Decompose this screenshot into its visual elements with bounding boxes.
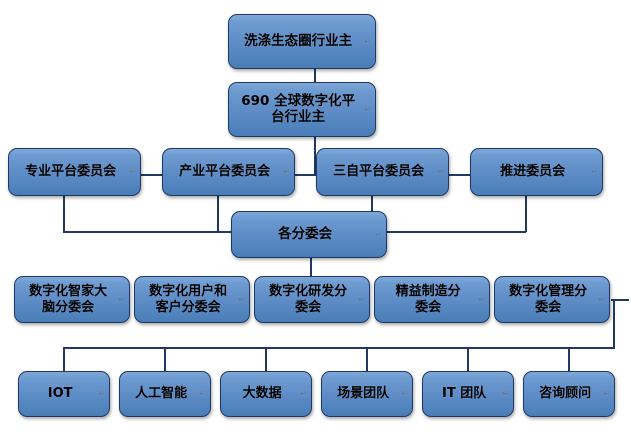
pilcrow-mark: ↵ (358, 294, 365, 304)
node-chanye-pingtai[interactable]: 产业平台委员会 ↵ (162, 148, 295, 196)
connector-subbus-right (387, 231, 526, 233)
pilcrow-mark: ↵ (375, 229, 382, 239)
connector-team-iot-drop (63, 347, 65, 371)
connector-team-consult-drop (568, 347, 570, 371)
connector-committee-1-drop (63, 196, 65, 232)
node-label: IT 团队 (442, 386, 487, 402)
node-iot[interactable]: IOT ↵ (18, 371, 110, 417)
node-zhuanye-pingtai[interactable]: 专业平台委员会 ↵ (8, 148, 141, 196)
node-zixun-guwen[interactable]: 咨询顾问 ↵ (523, 371, 615, 417)
pilcrow-mark: ↵ (603, 389, 610, 399)
node-xidishengtaiquan[interactable]: 洗涤生态圈行业主 ↵ (228, 14, 376, 69)
node-label: 各分委会 (278, 225, 333, 242)
connector-subbus-left (63, 231, 233, 233)
connector-committee-3-4 (448, 174, 472, 176)
node-dashuju[interactable]: 大数据 ↵ (220, 371, 312, 417)
node-tuijin[interactable]: 推进委员会 ↵ (470, 148, 603, 196)
node-label: 场景团队 (337, 386, 390, 402)
node-label: 人工智能 (135, 386, 188, 402)
pilcrow-mark: ↵ (300, 389, 307, 399)
pilcrow-mark: ↵ (478, 294, 485, 304)
connector-committee-2-3 (294, 174, 318, 176)
node-label: IOT (47, 386, 73, 402)
connector-team-bigdata-drop (265, 347, 267, 371)
node-yanfa[interactable]: 数字化研发分 委会 ↵ (254, 276, 370, 323)
node-it-tuandui[interactable]: IT 团队 ↵ (422, 371, 514, 417)
connector-guanli-right-down (613, 299, 615, 348)
node-label: 数字化管理分 委会 (509, 284, 588, 315)
pilcrow-mark: ↵ (129, 167, 136, 177)
connector-committee-1-2 (140, 174, 164, 176)
connector-global-to-committee-bus (314, 136, 316, 175)
node-label: 三自平台委员会 (333, 164, 425, 180)
node-label: 咨询顾问 (539, 386, 592, 402)
pilcrow-mark: ↵ (591, 167, 598, 177)
node-zhijia-danao[interactable]: 数字化智家大 脑分委会 ↵ (14, 276, 130, 323)
node-label: 690 全球数字化平 台行业主 (241, 92, 356, 125)
node-label: 专业平台委员会 (25, 164, 117, 180)
node-label: 数字化智家大 脑分委会 (29, 284, 108, 315)
pilcrow-mark: ↵ (199, 389, 206, 399)
connector-team-scene-drop (366, 347, 368, 371)
node-changjing-tuandui[interactable]: 场景团队 ↵ (321, 371, 413, 417)
node-label: 洗涤生态圈行业主 (244, 32, 353, 49)
node-yonghu-kehu[interactable]: 数字化用户和 客户分委会 ↵ (134, 276, 250, 323)
node-label: 大数据 (242, 386, 282, 402)
pilcrow-mark: ↵ (364, 104, 371, 114)
pilcrow-mark: ↵ (401, 389, 408, 399)
node-label: 数字化研发分 委会 (269, 284, 348, 315)
node-label: 数字化用户和 客户分委会 (149, 284, 228, 315)
node-gefenweihui[interactable]: 各分委会 ↵ (231, 211, 387, 258)
pilcrow-mark: ↵ (598, 294, 605, 304)
node-guanli[interactable]: 数字化管理分 委会 ↵ (494, 276, 610, 323)
connector-owner-to-global (314, 68, 316, 89)
connector-guanli-right-out (611, 299, 629, 301)
pilcrow-mark: ↵ (437, 167, 444, 177)
node-sanzi-pingtai[interactable]: 三自平台委员会 ↵ (316, 148, 449, 196)
pilcrow-mark: ↵ (502, 389, 509, 399)
pilcrow-mark: ↵ (238, 294, 245, 304)
connector-team-it-drop (467, 347, 469, 371)
connector-gefenweihui-drop (310, 258, 312, 276)
pilcrow-mark: ↵ (118, 294, 125, 304)
connector-team-ai-drop (164, 347, 166, 371)
connector-committee-2-drop (217, 196, 219, 232)
node-label: 推进委员会 (500, 164, 566, 180)
node-label: 产业平台委员会 (179, 164, 271, 180)
pilcrow-mark: ↵ (283, 167, 290, 177)
pilcrow-mark: ↵ (98, 389, 105, 399)
node-jingyi-zhizao[interactable]: 精益制造分 委会 ↵ (374, 276, 490, 323)
connector-team-bus (63, 347, 615, 349)
node-rengong-zhineng[interactable]: 人工智能 ↵ (119, 371, 211, 417)
pilcrow-mark: ↵ (364, 36, 371, 46)
connector-committee-4-drop (525, 196, 527, 232)
node-label: 精益制造分 委会 (395, 284, 461, 315)
node-690-global[interactable]: 690 全球数字化平 台行业主 ↵ (228, 82, 376, 137)
